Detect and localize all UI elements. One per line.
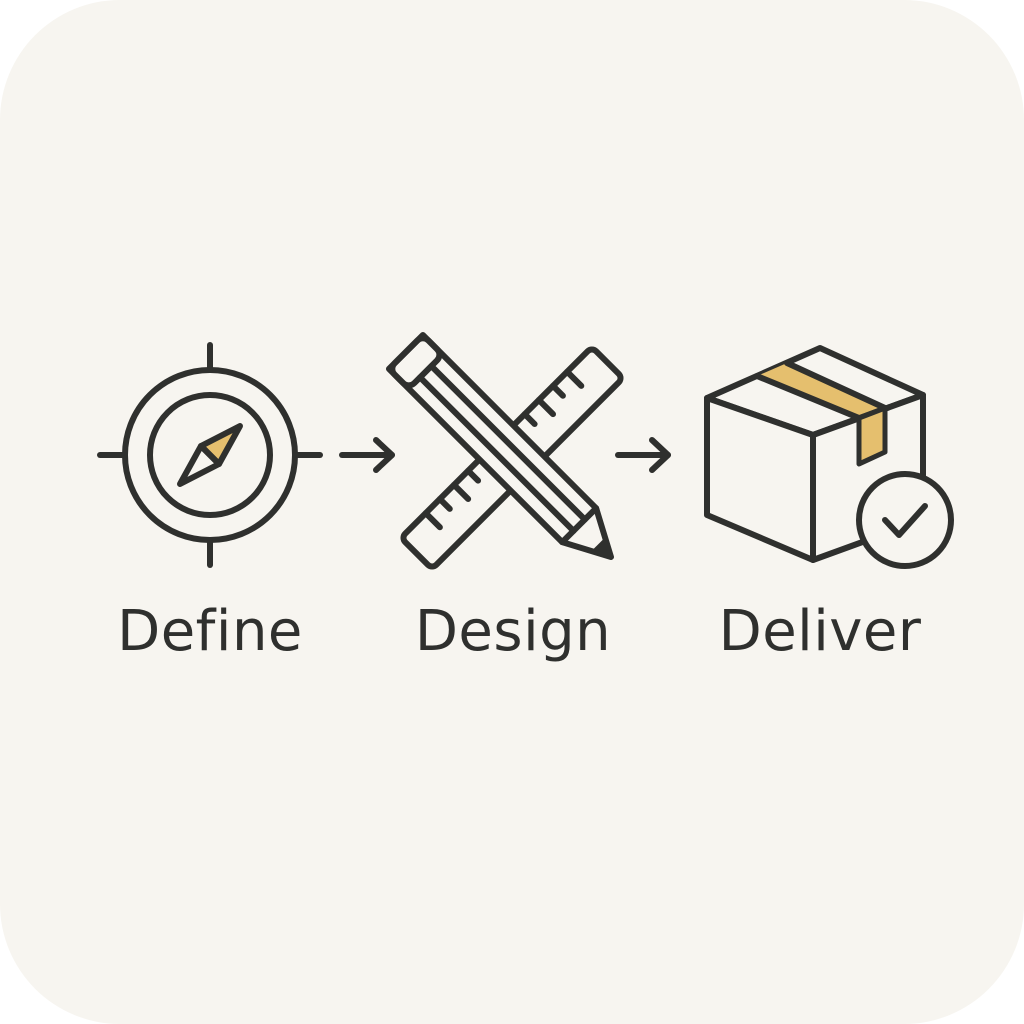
pencil-ruler-icon <box>385 331 632 578</box>
compass-icon <box>95 340 325 570</box>
step-label-define: Define <box>117 599 303 664</box>
step-label-deliver: Deliver <box>718 599 922 664</box>
package-check-icon <box>695 340 965 580</box>
step-label-design: Design <box>414 599 612 664</box>
arrow-right-icon <box>338 435 398 475</box>
arrow-right-icon <box>614 435 674 475</box>
